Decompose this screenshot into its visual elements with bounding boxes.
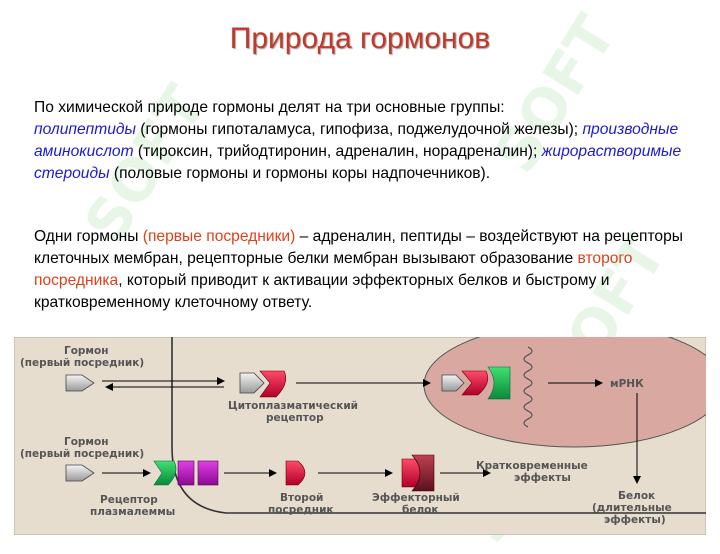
membrane-receptor-magenta <box>177 460 195 486</box>
p2-part1: Одни гормоны <box>34 228 143 245</box>
effector-sublabel: белок <box>402 504 438 516</box>
membrane-receptor-label: Рецептор <box>100 494 158 506</box>
hormone1-label: Гормон <box>64 345 108 357</box>
protein-sublabel2: эффекты) <box>604 514 666 526</box>
protein-sublabel: (длительные <box>592 502 672 514</box>
groups-intro: По химической природе гормоны делят на т… <box>34 99 505 116</box>
first-messenger-highlight: (первые посредники) <box>142 228 296 245</box>
nuclear-dna-binding-shape <box>487 366 511 400</box>
hormone1-sublabel: (первый посредник) <box>20 357 144 369</box>
paragraph-hormone-groups: По химической природе гормоны делят на т… <box>34 97 704 185</box>
membrane-receptor-sublabel: плазмалеммы <box>90 506 175 518</box>
hormone2-shape <box>65 464 95 482</box>
paragraph-second-messenger: Одни гормоны (первые посредники) – адрен… <box>34 226 704 314</box>
group-polypeptides: полипептиды <box>34 121 136 138</box>
group-amino-acid-derivatives: производные аминокислот <box>34 121 679 160</box>
hormone2-label: Гормон <box>64 436 108 448</box>
hormone1-shape <box>65 374 95 392</box>
group-steroids: жирорастворимые стероиды <box>34 143 682 182</box>
cyto-receptor-sublabel: рецептор <box>266 412 324 424</box>
cell-membrane <box>171 337 706 514</box>
effector-outer-shape <box>411 454 435 492</box>
group-amino-acid-desc: (тироксин, трийодтиронин, адреналин, нор… <box>133 143 542 160</box>
p2-part2: – адреналин, пептиды – воздействуют на р… <box>34 228 683 267</box>
cyto-receptor-shape <box>259 370 287 398</box>
nuclear-hormone-shape <box>441 374 465 392</box>
second-messenger-label: Второй <box>280 492 323 504</box>
membrane-receptor-green <box>153 460 177 486</box>
short-effects-label: Кратковременные <box>476 460 588 472</box>
second-messenger-shape <box>285 460 306 486</box>
membrane-receptor-magenta2 <box>197 460 219 486</box>
group-polypeptides-desc: (гормоны гипоталамуса, гипофиза, поджелу… <box>135 121 579 138</box>
cyto-hormone-shape <box>239 372 265 394</box>
second-messenger-highlight: второго посредника <box>34 250 633 289</box>
protein-label: Белок <box>618 490 655 502</box>
effector-label: Эффекторный <box>372 492 460 504</box>
cyto-receptor-label: Цитоплазматический <box>228 400 358 412</box>
group-steroids-desc: (половые гормоны и гормоны коры надпочеч… <box>109 165 491 182</box>
mrna-label: мРНК <box>610 378 644 390</box>
hormone-action-diagram: Гормон (первый посредник) Цитоплазматиче… <box>14 337 706 535</box>
short-effects-sublabel: эффекты <box>514 472 571 484</box>
slide-title: Природа гормонов <box>229 22 491 55</box>
p2-part3: , который приводит к активации эффекторн… <box>34 272 610 311</box>
dna-coil <box>523 346 533 428</box>
second-messenger-sublabel: посредник <box>268 504 334 516</box>
hormone2-sublabel: (первый посредник) <box>20 448 144 460</box>
nuclear-receptor-shape <box>461 370 489 396</box>
